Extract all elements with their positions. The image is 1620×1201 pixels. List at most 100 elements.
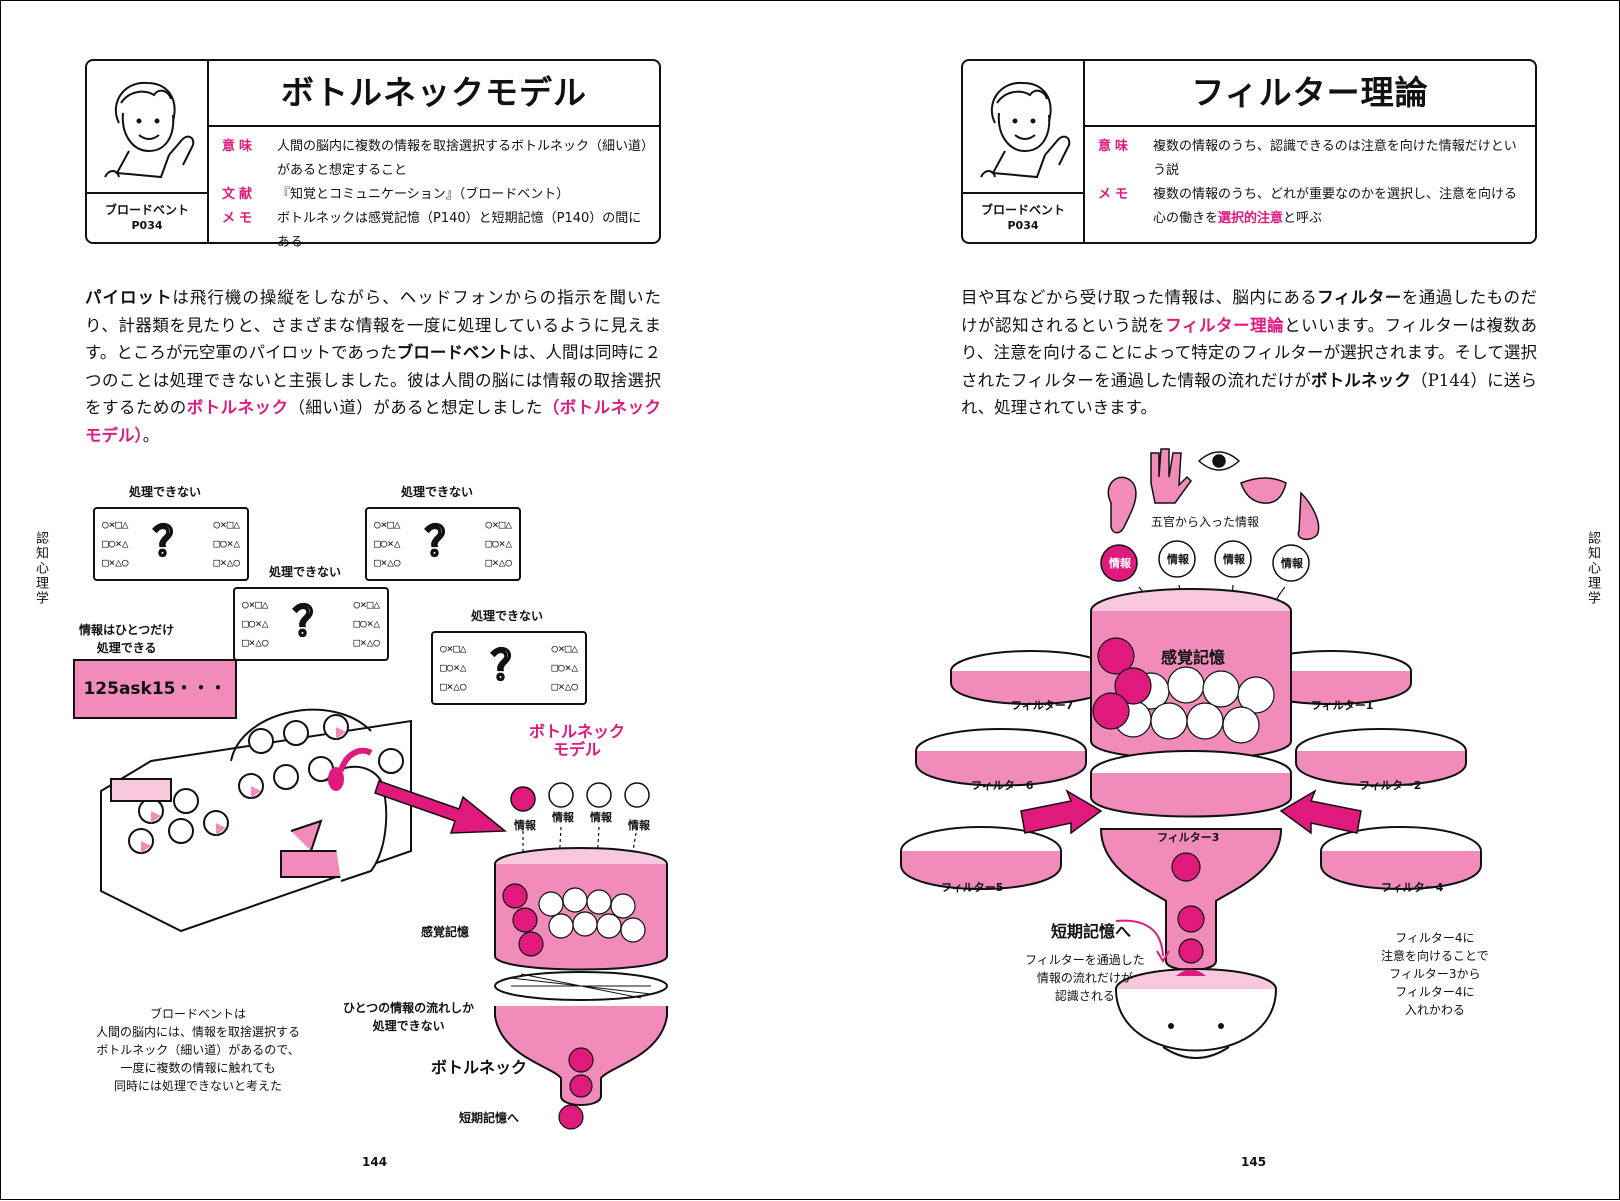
body-highlight: ボトルネック	[186, 398, 289, 417]
question-mark-icon: ？	[424, 518, 466, 566]
info-label: 情報	[1167, 553, 1189, 566]
info-label: 情報	[514, 819, 536, 832]
sensory-memory-label: 感覚記憶	[1161, 648, 1226, 667]
row-text: 複数の情報のうち、認識できるのは注意を向けた情報だけという説	[1153, 139, 1517, 178]
memo-text-a: 複数の情報のうち、どれが重要なのかを選択し、注意を向ける心の働きを	[1153, 187, 1518, 226]
filter-switch-note: フィルター4に 注意を向けることで フィルター3から フィルター4に 入れかわる	[1381, 931, 1489, 1017]
short-term-label: 短期記憶へ	[459, 1111, 520, 1125]
info-label: 情報	[590, 811, 612, 824]
info-balls	[510, 782, 650, 864]
filter-label: フィルター2	[1359, 779, 1422, 792]
side-section-label: 認知心理学	[33, 531, 48, 606]
body-bold: ボトルネック	[1310, 370, 1412, 390]
bubble-caption: 処理できない	[401, 485, 474, 499]
info-balls	[1100, 540, 1310, 614]
card-row-memo: メモ 複数の情報のうち、どれが重要なのかを選択し、注意を向ける心の働きを選択的注…	[1098, 183, 1525, 231]
filter-device	[900, 588, 1482, 1059]
card-rows: 意味 複数の情報のうち、認識できるのは注意を向けた情報だけという説 メモ 複数の…	[1098, 135, 1525, 231]
body-text-span: は飛行機の操縦をしながら、ヘッドフォンからの指示を聞いたり、計器類を見たりと、さ…	[85, 288, 661, 362]
card-row-meaning: 意味 人間の脳内に複数の情報を取捨選択するボトルネック（細い道）があると想定する…	[222, 135, 649, 183]
question-mark-icon: ？	[490, 642, 532, 690]
body-text-span: を通過したものだけが認知されるという説を	[961, 288, 1538, 335]
row-label: 意味	[222, 139, 257, 154]
symbols-right: ○×□△ □○×△ □×△○	[353, 598, 381, 649]
info-label: 情報	[1109, 557, 1131, 570]
bubble-caption: 処理できない	[471, 609, 544, 623]
term-card: ブロードベント P034 フィルター理論 意味 複数の情報のうち、認識できるのは…	[961, 59, 1537, 244]
bottleneck-label: ボトルネック	[431, 1058, 528, 1077]
question-mark-icon: ？	[152, 518, 194, 566]
body-bold: パイロット	[85, 288, 173, 307]
row-label: メモ	[1098, 187, 1133, 202]
body-highlight: フィルター理論	[1165, 315, 1285, 335]
body-text-span: 目や耳などから受け取った情報は、脳内にある	[961, 288, 1318, 307]
body-text-span: （細い道）があると想定しました	[288, 398, 543, 417]
one-at-a-time-label: 情報はひとつだけ 処理できる	[79, 623, 175, 655]
filter-label: フィルター7	[1011, 699, 1074, 712]
body-bold: ブロードベント	[396, 343, 513, 362]
term-card: ブロードベント P034 ボトルネックモデル 意味 人間の脳内に複数の情報を取捨…	[85, 59, 661, 250]
author-page-ref: P034	[131, 219, 163, 232]
body-paragraph: パイロットは飛行機の操縦をしながら、ヘッドフォンからの指示を聞いたり、計器類を見…	[85, 284, 661, 449]
card-row-memo: メモ ボトルネックは感覚記憶（P140）と短期記憶（P140）の間にある	[222, 207, 649, 255]
thought-bubble: ○×□△ □○×△ □×△○ ？ ○×□△ □○×△ □×△○	[365, 507, 521, 581]
row-text: 『知覚とコミュニケーション』（ブロードベント）	[277, 187, 570, 202]
cockpit-illustration	[100, 708, 412, 933]
author-portrait-icon	[104, 81, 195, 179]
bottleneck-device	[494, 847, 668, 1130]
filter-label: フィルター4	[1381, 881, 1444, 894]
five-senses-label: 五官から入った情報	[1151, 515, 1260, 529]
row-label: メモ	[222, 211, 257, 226]
info-label: 情報	[1281, 557, 1303, 570]
filter-label: フィルター5	[941, 881, 1004, 894]
hand-icon	[1150, 448, 1192, 504]
body-text-span: （P144）に送られ、処理されていきます。	[961, 370, 1538, 418]
info-label: 情報	[552, 811, 574, 824]
author-panel: ブロードベント P034	[963, 61, 1085, 242]
body-highlight: （ボトルネックモデル）	[85, 398, 662, 445]
row-label: 意味	[1098, 139, 1133, 154]
thought-bubble: ○×□△ □○×△ □×△○ ？ ○×□△ □○×△ □×△○	[233, 587, 389, 661]
filter-label: フィルター6	[971, 779, 1034, 792]
page-number: 145	[1241, 1155, 1267, 1169]
body-text-span: は、人間は同時に２つのことは処理できないと主張しました。彼は人間の脳には情報の取…	[85, 343, 662, 417]
card-rows: 意味 人間の脳内に複数の情報を取捨選択するボトルネック（細い道）があると想定する…	[222, 135, 649, 255]
bubble-caption: 処理できない	[269, 565, 342, 579]
card-title: フィルター理論	[1085, 61, 1535, 127]
bubble-caption: 処理できない	[129, 485, 202, 499]
info-label: 情報	[1223, 553, 1245, 566]
body-bold: フィルター	[1317, 288, 1402, 307]
symbols-left: ○×□△ □○×△ □×△○	[440, 642, 467, 693]
row-label: 文献	[222, 187, 257, 202]
info-display-box: 125ask15・・・	[73, 659, 237, 719]
filter-label: フィルター3	[1157, 831, 1220, 844]
thought-bubble: ○×□△ □○×△ □×△○ ？ ○×□△ □○×△ □×△○	[431, 631, 587, 705]
tongue-icon	[1240, 477, 1287, 504]
author-portrait-icon	[980, 81, 1071, 179]
card-row-literature: 文献 『知覚とコミュニケーション』（ブロードベント）	[222, 183, 649, 207]
info-label: 情報	[628, 819, 650, 832]
author-panel: ブロードベント P034	[87, 61, 209, 242]
author-name: ブロードベント	[980, 203, 1065, 217]
nose-icon	[1297, 491, 1320, 541]
card-title: ボトルネックモデル	[209, 61, 659, 127]
symbols-right: ○×□△ □○×△ □×△○	[213, 518, 241, 569]
five-senses-icons	[1107, 448, 1320, 541]
illustration-caption: ブロードベントは 人間の脳内には、情報を取捨選択する ボトルネック（細い道）があ…	[96, 1007, 301, 1093]
symbols-right: ○×□△ □○×△ □×△○	[551, 642, 579, 693]
symbols-left: ○×□△ □○×△ □×△○	[102, 518, 129, 569]
sensory-memory-label: 感覚記憶	[421, 925, 470, 939]
author-divider	[963, 192, 1083, 194]
symbols-left: ○×□△ □○×△ □×△○	[374, 518, 401, 569]
body-text-span: といいます。フィルターは複数あり、注意を向けることによって特定のフィルターが選択…	[961, 315, 1537, 390]
passed-recognized-note: フィルターを通過した 情報の流れだけが 認識される	[1025, 953, 1145, 1003]
filter-label: フィルター1	[1311, 699, 1374, 712]
bottleneck-model-label: ボトルネック モデル	[529, 722, 626, 759]
eye-icon	[1197, 451, 1241, 471]
body-text-span: 。	[142, 425, 160, 445]
card-row-meaning: 意味 複数の情報のうち、認識できるのは注意を向けた情報だけという説	[1098, 135, 1525, 183]
author-name: ブロードベント	[104, 203, 189, 217]
row-text: 複数の情報のうち、どれが重要なのかを選択し、注意を向ける心の働きを選択的注意と呼…	[1153, 183, 1525, 231]
row-text: ボトルネックは感覚記憶（P140）と短期記憶（P140）の間にある	[277, 211, 642, 250]
author-page-ref: P034	[1007, 219, 1039, 232]
